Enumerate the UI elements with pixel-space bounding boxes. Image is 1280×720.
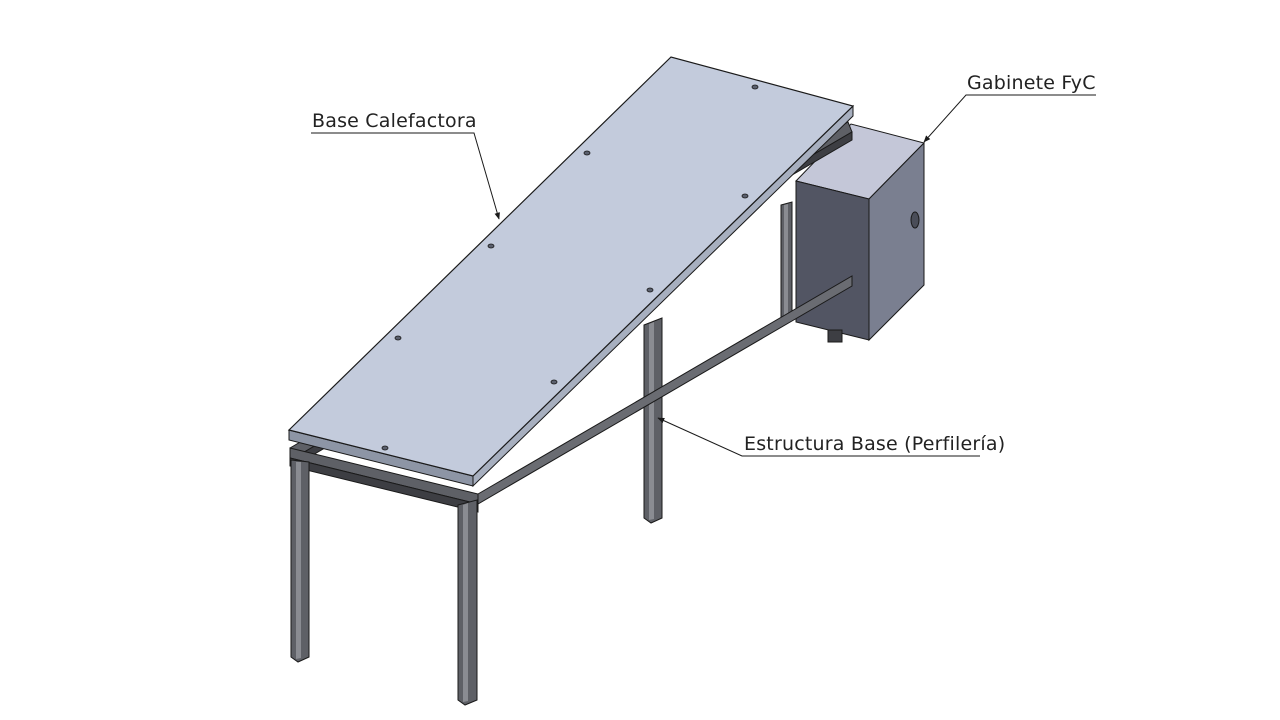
label-structure: Estructura Base (Perfilería) <box>744 433 1006 455</box>
leader-structure <box>657 417 980 457</box>
label-heating-base: Base Calefactora <box>312 110 477 132</box>
middle-right-leg <box>643 317 663 524</box>
leader-cabinet <box>923 94 1096 143</box>
cabinet-latch-icon <box>910 211 920 229</box>
front-right-leg <box>457 499 478 706</box>
leader-lines <box>311 94 1096 457</box>
front-left-leg <box>290 459 310 663</box>
heating-plate <box>287 56 855 488</box>
label-cabinet: Gabinete FyC <box>967 72 1096 94</box>
mounting-holes <box>381 84 759 451</box>
back-right-leg <box>780 201 793 319</box>
leader-heating-base <box>311 132 500 220</box>
